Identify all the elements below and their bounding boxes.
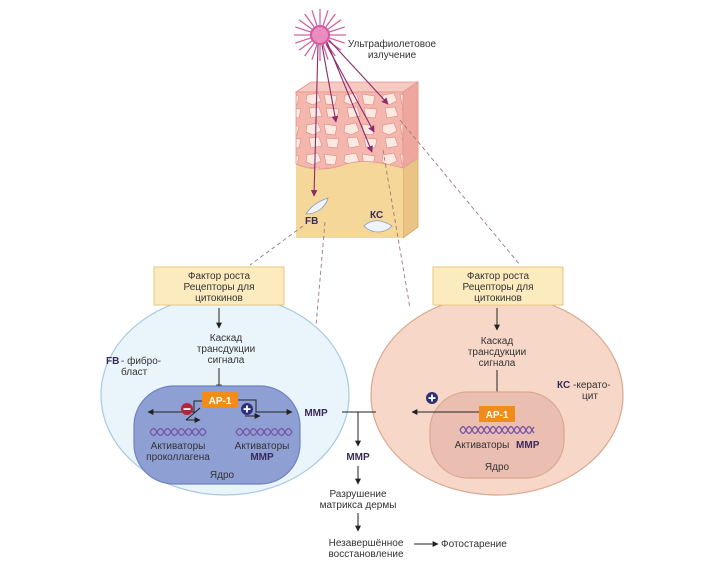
kc-box-line2: Рецепторы для <box>462 282 533 293</box>
keratinocyte-cell: Фактор роста Рецепторы для цитокинов Кас… <box>370 266 624 496</box>
zoom-guides <box>249 119 521 327</box>
fb-act2-line2: ММР <box>250 452 274 463</box>
sun-ray <box>304 13 315 28</box>
kc-ap1-label: АР-1 <box>486 410 509 421</box>
skin-block: FB КС <box>294 81 420 239</box>
fb-cell-name-part2: бласт <box>121 366 148 378</box>
fb-ap1-label: АР-1 <box>209 396 232 407</box>
kc-act-line1: Активаторы <box>455 440 510 451</box>
skin-fb-label: FB <box>305 216 318 227</box>
kc-cascade-line1: Каскад <box>481 336 514 347</box>
fb-receptor-box <box>153 266 285 306</box>
kc-box-line3: цитокинов <box>474 293 522 304</box>
fibroblast-cell: Фактор роста Рецепторы для цитокинов Кас… <box>100 266 350 496</box>
uv-label-line2: излучение <box>368 50 417 61</box>
kc-cascade-line2: трансдукции <box>468 347 526 358</box>
sun-ray <box>304 42 315 57</box>
sun-ray <box>298 40 313 51</box>
minus-icon <box>181 403 193 415</box>
epidermis-layer <box>295 91 404 170</box>
kc-dna-2 <box>459 425 535 435</box>
fb-act1-line2: проколлагена <box>146 452 210 463</box>
sun-ray <box>311 10 318 26</box>
fb-cascade-line2: трансдукции <box>197 344 255 355</box>
fb-dna-mmp-2 <box>235 427 293 437</box>
fb-cascade-line3: сигнала <box>208 355 245 366</box>
flow-incomplete-line1: Незавершённое <box>329 538 404 549</box>
kc-cell-name-part2: цит <box>582 391 598 402</box>
sun-ray <box>329 26 345 33</box>
kc-shape <box>363 220 393 233</box>
sun-ray <box>295 26 311 33</box>
sun-ray <box>295 37 311 44</box>
uv-label-line1: Ультрафиолетовое <box>348 38 437 50</box>
sun-ray <box>329 37 345 44</box>
plus-icon-kc <box>426 392 438 404</box>
sun-ray <box>327 19 342 30</box>
fb-dna-procollagen-2 <box>149 427 207 437</box>
uv-arrows <box>310 39 389 197</box>
fb-act1-line1: Активаторы <box>151 441 206 452</box>
plus-icon <box>241 403 253 415</box>
fb-cell-abbr: FB <box>106 356 119 367</box>
kc-cascade-line3: сигнала <box>479 358 516 369</box>
fb-box-line2: Рецепторы для <box>183 282 254 293</box>
fibroblast-shape <box>305 197 329 215</box>
fb-ap1-box <box>202 392 238 408</box>
flow-incomplete-line2: восстановление <box>328 549 403 560</box>
fb-box-line1: Фактор роста <box>188 271 251 282</box>
sun-ray <box>298 19 313 30</box>
kc-ap1-box <box>479 406 515 422</box>
flow-destruction-line2: матрикса дермы <box>320 500 397 511</box>
uv-sun-icon <box>294 9 346 61</box>
flow-photoaging: Фотостарение <box>441 539 507 550</box>
flow-destruction-line1: Разрушение <box>329 489 387 500</box>
fb-act2-line1: Активаторы <box>235 441 290 452</box>
kc-cell-abbr: КС <box>557 380 570 391</box>
sun-ray <box>322 44 329 60</box>
fb-output-mmp: ММР <box>304 408 328 419</box>
sun-ray <box>322 10 329 26</box>
fb-cascade-line1: Каскад <box>210 333 243 344</box>
flow-mmp: ММР <box>346 452 370 463</box>
sun-ray <box>325 13 336 28</box>
kc-box-line1: Фактор роста <box>467 271 530 282</box>
kc-act-line2: ММР <box>516 440 540 451</box>
kc-nucleus-label: Ядро <box>485 462 510 473</box>
kc-cell-name-part1: -керато- <box>573 380 611 391</box>
kc-nucleus <box>429 391 565 479</box>
fb-cell-name-part1: - фибро- <box>121 355 161 367</box>
outcome-flow: ММР Разрушение матрикса дермы Незавершён… <box>320 411 507 560</box>
kc-act-line: Активаторы ММР <box>455 440 540 451</box>
sun-ray <box>311 44 318 60</box>
fb-nucleus-label: Ядро <box>210 470 235 481</box>
fb-nucleus <box>133 385 301 485</box>
fb-box-line3: цитокинов <box>195 293 243 304</box>
skin-kc-label: КС <box>370 210 383 221</box>
kc-receptor-box <box>432 266 564 306</box>
